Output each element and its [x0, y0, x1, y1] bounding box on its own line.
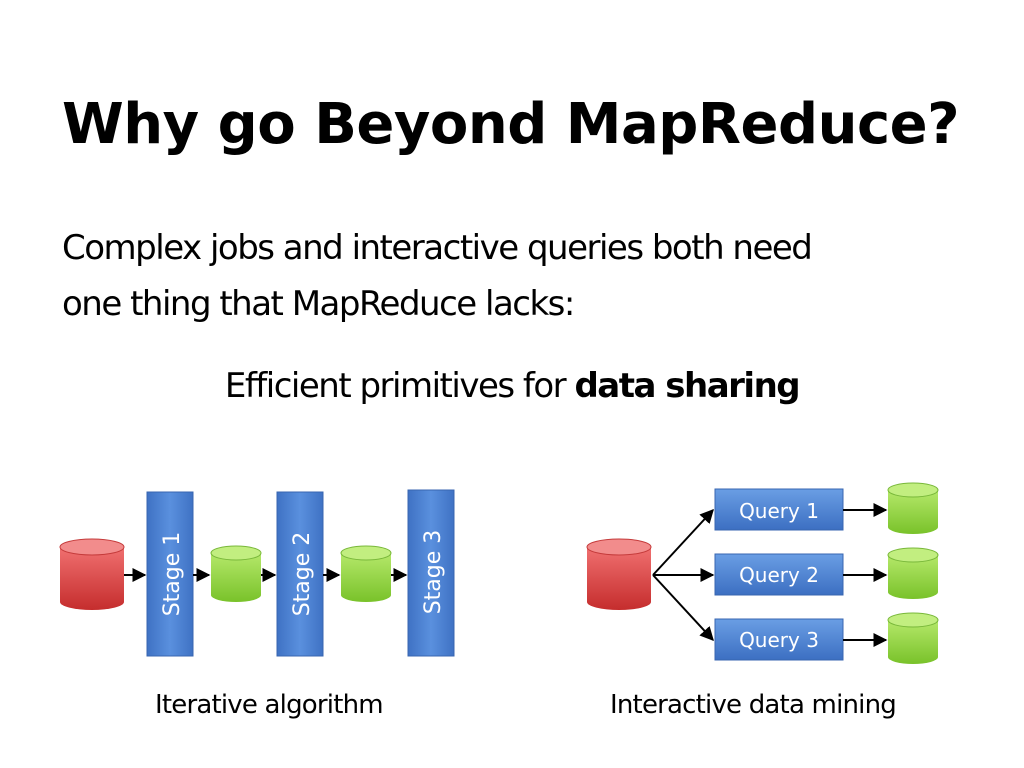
- query-1-box: Query 1: [714, 488, 844, 531]
- stage-1-box: Stage 1: [146, 491, 194, 657]
- key-point-prefix: Efficient primitives for: [224, 366, 575, 406]
- result-store-2: [887, 547, 939, 599]
- key-point-bold: data sharing: [574, 366, 800, 406]
- stage-2-box: Stage 2: [276, 491, 324, 657]
- query-2-label: Query 2: [739, 563, 819, 587]
- key-point: Efficient primitives for data sharing: [0, 366, 1024, 406]
- result-store-1: [887, 482, 939, 534]
- stage-3-label: Stage 3: [421, 530, 446, 615]
- input-store-left: [59, 538, 125, 610]
- slide-title: Why go Beyond MapReduce?: [62, 92, 960, 157]
- intermediate-store-1: [210, 545, 262, 602]
- stage-2-label: Stage 2: [290, 532, 315, 617]
- query-2-box: Query 2: [714, 553, 844, 596]
- query-3-label: Query 3: [739, 628, 819, 652]
- body-text-line-1: Complex jobs and interactive queries bot…: [62, 228, 813, 268]
- iterative-diagram: Stage 1 Stage 2 Stage 3: [59, 489, 455, 657]
- interactive-diagram: Query 1 Query 2 Query 3: [586, 482, 939, 664]
- result-store-3: [887, 612, 939, 664]
- body-text-line-2: one thing that MapReduce lacks:: [62, 284, 575, 324]
- caption-interactive-data-mining: Interactive data mining: [610, 690, 897, 720]
- intermediate-store-2: [340, 545, 392, 602]
- caption-iterative-algorithm: Iterative algorithm: [155, 690, 384, 720]
- input-store-right: [586, 538, 652, 610]
- arrow-input-to-query3: [652, 574, 714, 642]
- query-1-label: Query 1: [739, 499, 819, 523]
- stage-1-label: Stage 1: [160, 532, 185, 617]
- stage-3-box: Stage 3: [407, 489, 455, 657]
- query-3-box: Query 3: [714, 618, 844, 661]
- arrow-input-to-query1: [652, 508, 714, 576]
